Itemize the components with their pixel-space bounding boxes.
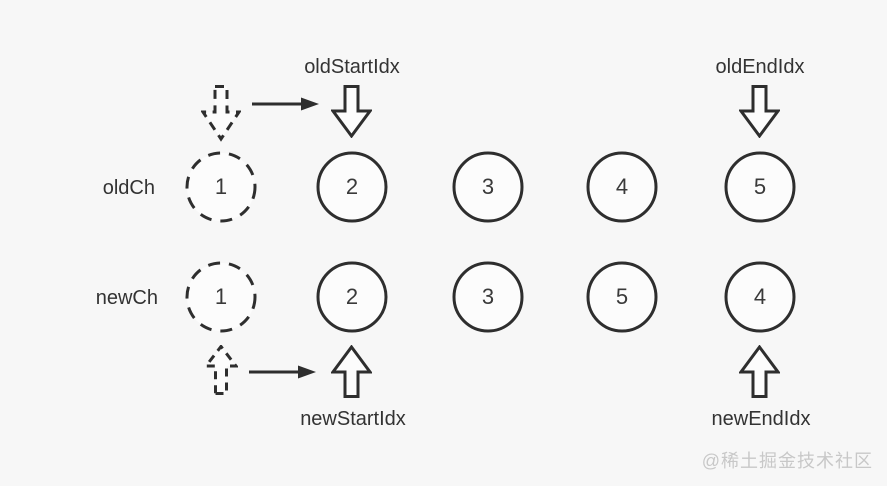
new-node-3: 3 (452, 261, 524, 333)
node-value: 4 (615, 174, 629, 199)
node-value: 4 (753, 284, 767, 309)
circle-icon (586, 261, 658, 333)
new-node-5: 5 (586, 261, 658, 333)
new-pointer-move-arrow-icon (249, 365, 316, 379)
new-node-1: 1 (185, 261, 257, 333)
old-node-1: 1 (185, 151, 257, 223)
old-node-3: 3 (452, 151, 524, 223)
new-children-row-label: newCh (95, 287, 158, 309)
node-value: 5 (615, 284, 629, 309)
node-value: 2 (345, 284, 359, 309)
old-start-idx-label: oldStartIdx (304, 56, 400, 78)
old-node-4: 4 (586, 151, 658, 223)
node-value: 5 (753, 174, 767, 199)
old-node-2: 2 (316, 151, 388, 223)
circle-icon (316, 151, 388, 223)
old-end-idx-arrow-icon (739, 85, 780, 138)
old-node-5: 5 (724, 151, 796, 223)
node-value: 3 (481, 284, 495, 309)
circle-icon (724, 151, 796, 223)
new-start-idx-label: newStartIdx (300, 408, 406, 430)
node-value: 3 (481, 174, 495, 199)
juejin-watermark: @稀土掘金技术社区 (701, 451, 873, 471)
node-value: 2 (345, 174, 359, 199)
circle-icon (452, 261, 524, 333)
new-end-idx-arrow-icon (739, 345, 780, 398)
node-value: 1 (214, 284, 228, 309)
new-start-idx-arrow-icon (331, 345, 372, 398)
circle-icon (724, 261, 796, 333)
circle-icon (586, 151, 658, 223)
old-start-idx-arrow-icon (331, 85, 372, 138)
old-pointer-previous-arrow-icon (201, 85, 241, 142)
dashed-circle-icon (185, 261, 257, 333)
new-end-idx-label: newEndIdx (711, 408, 811, 430)
new-pointer-previous-arrow-icon (204, 345, 238, 395)
old-end-idx-label: oldEndIdx (715, 56, 805, 78)
old-pointer-move-arrow-icon (252, 97, 319, 111)
new-node-4: 4 (724, 261, 796, 333)
circle-icon (452, 151, 524, 223)
new-node-2: 2 (316, 261, 388, 333)
old-children-row-label: oldCh (102, 177, 155, 199)
node-value: 1 (214, 174, 228, 199)
dashed-circle-icon (185, 151, 257, 223)
circle-icon (316, 261, 388, 333)
